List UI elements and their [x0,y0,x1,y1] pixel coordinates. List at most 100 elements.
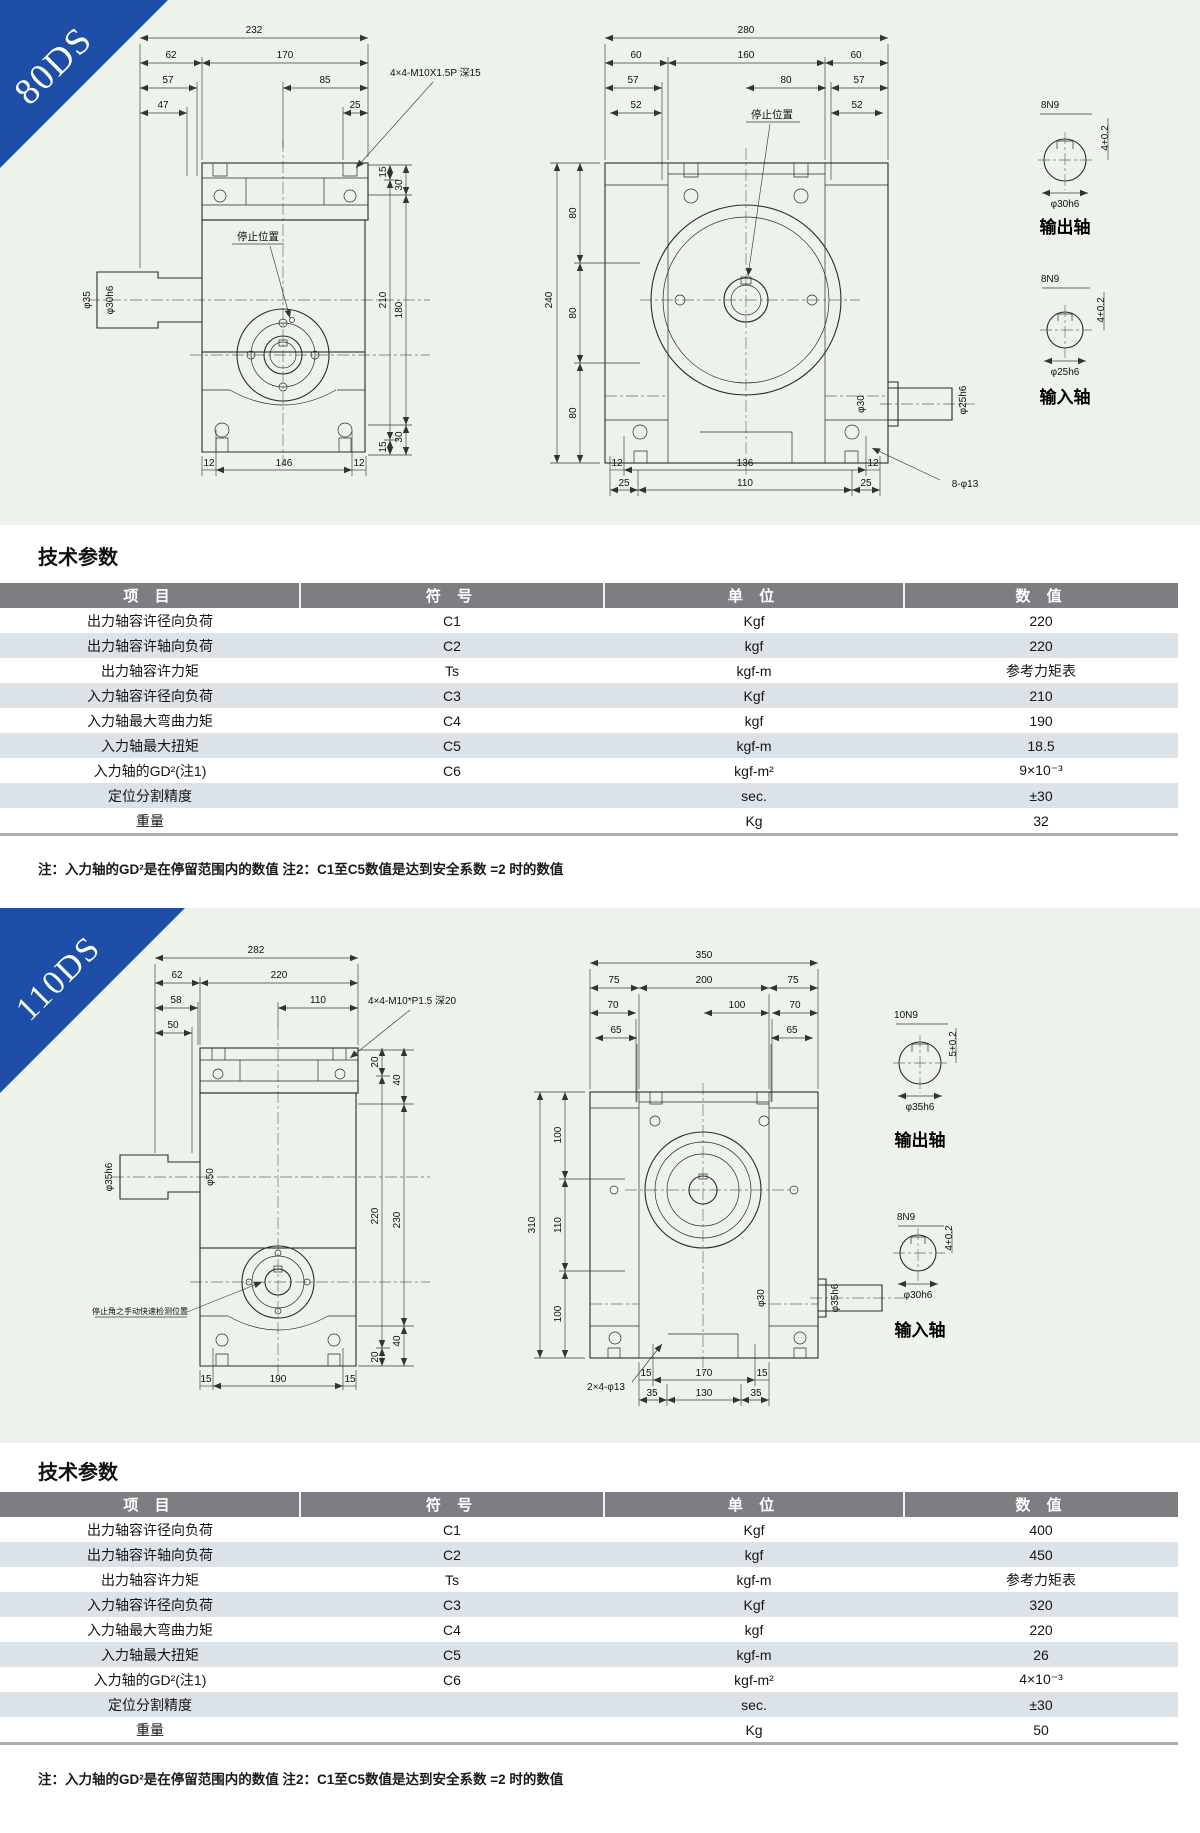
table-cell: C2 [443,637,461,654]
table-cell: 210 [1029,687,1053,704]
table-cell: 参考力矩表 [1006,662,1076,679]
dim-label: 80 [780,75,792,86]
dim-label: 58 [170,995,182,1006]
dia-label: φ30 [756,1289,767,1307]
dim-label: 57 [162,75,174,86]
table-cell: C3 [443,1596,461,1613]
table-cell: 定位分割精度 [108,1696,192,1713]
table-cell: Kg [745,1721,763,1738]
table-cell: Ts [445,662,459,679]
dim-label: 280 [738,25,755,36]
table-cell: Kgf [743,1596,765,1613]
dia-label: φ30h6 [1051,199,1080,210]
table-cell: C4 [443,712,461,729]
keyway-depth-label: 5+0.2 [948,1031,959,1057]
table-cell: ±30 [1029,787,1053,804]
table-cell: 220 [1029,612,1053,629]
drawing-panel-110ds: 110DS 282 [0,908,1200,1443]
holes-label: 8-φ13 [952,479,979,490]
input-shaft [119,1154,200,1200]
drawing-panel-80ds: 80DS [0,0,1200,525]
dim-label: 75 [608,975,620,986]
dim-label: 15 [200,1374,212,1385]
input-shaft-label: 输入轴 [895,1320,946,1340]
footnote: 注：入力轴的GD²是在停留范围内的数值 注2：C1至C5数值是达到安全系数 =2… [38,862,564,877]
dia-label: φ30h6 [904,1290,933,1301]
dim-label: 100 [729,1000,746,1011]
output-flange [236,308,330,402]
input-shaft [818,1278,883,1318]
dim-label: 190 [270,1374,287,1385]
table-cell: C6 [443,762,461,779]
dim-label: 40 [392,1335,403,1347]
table-cell: 450 [1029,1546,1053,1563]
table-cell: sec. [741,787,767,804]
col-header-unit: 单 位 [603,583,904,608]
input-shaft-label: 输入轴 [1040,387,1091,407]
table-cell: 重量 [136,812,164,829]
dim-label: 200 [696,975,713,986]
table-cell: 入力轴最大扭矩 [101,1646,199,1663]
table-cell: 入力轴的GD²(注1) [93,762,207,779]
table-cell: kgf-m [736,1646,772,1663]
table-cell: Kgf [743,612,765,629]
output-shaft-label: 输出轴 [895,1130,946,1150]
table-cell: kgf [744,1621,764,1638]
table-cell [300,1692,604,1717]
dim-label: 40 [392,1074,403,1086]
section-title: 技术参数 [38,547,118,569]
dim-label: 15 [756,1368,768,1379]
thread-note: 4×4-M10X1.5P 深15 [390,67,481,79]
dia-label: φ35 [82,291,93,309]
dial-face [644,1131,762,1249]
output-shaft-label: 输出轴 [1040,217,1091,237]
keyway-depth-label: 4+0.2 [1100,125,1111,151]
table-cell: 入力轴最大弯曲力矩 [87,1621,213,1638]
table-cell [300,1717,604,1744]
col-header-item: 项 目 [0,583,300,608]
dial-face [650,204,842,396]
col-header-symbol: 符 号 [299,1492,604,1517]
col-header-symbol: 符 号 [299,583,604,608]
input-shaft-detail: 8N9 4+0.2 φ30h6 输入轴 [893,1212,955,1340]
stop-position-label: 停止角之手动快速检测位置 [92,1306,188,1316]
dim-label: 170 [696,1368,713,1379]
table-cell [300,808,604,835]
table-cell: 重量 [136,1721,164,1738]
dim-label: 160 [738,50,755,61]
table-cell: C6 [443,1671,461,1688]
dim-label: 57 [853,75,865,86]
dim-label: 12 [353,458,365,469]
dim-label: 30 [394,431,405,443]
dim-label: 110 [553,1217,564,1233]
dia-label: φ35h6 [830,1283,841,1312]
table-cell: kgf-m [736,1571,772,1588]
table-cell: 出力轴容许径向负荷 [87,612,213,629]
table-cell: 26 [1033,1646,1049,1663]
dim-label: 60 [630,50,642,61]
dim-label: 85 [319,75,331,86]
thread-note: 4×4-M10*P1.5 深20 [368,995,457,1007]
dia-label: φ50 [205,1168,216,1186]
dia-label: φ25h6 [958,385,969,414]
keyway-label: 8N9 [897,1212,916,1223]
dim-label: 12 [611,458,623,469]
dim-label: 350 [696,950,713,961]
input-shaft [888,381,953,427]
table-cell [300,783,604,808]
dim-label: 50 [167,1020,179,1031]
table-cell: kgf-m [736,662,772,679]
dim-label: 100 [553,1126,564,1143]
dim-label: 25 [618,478,630,489]
